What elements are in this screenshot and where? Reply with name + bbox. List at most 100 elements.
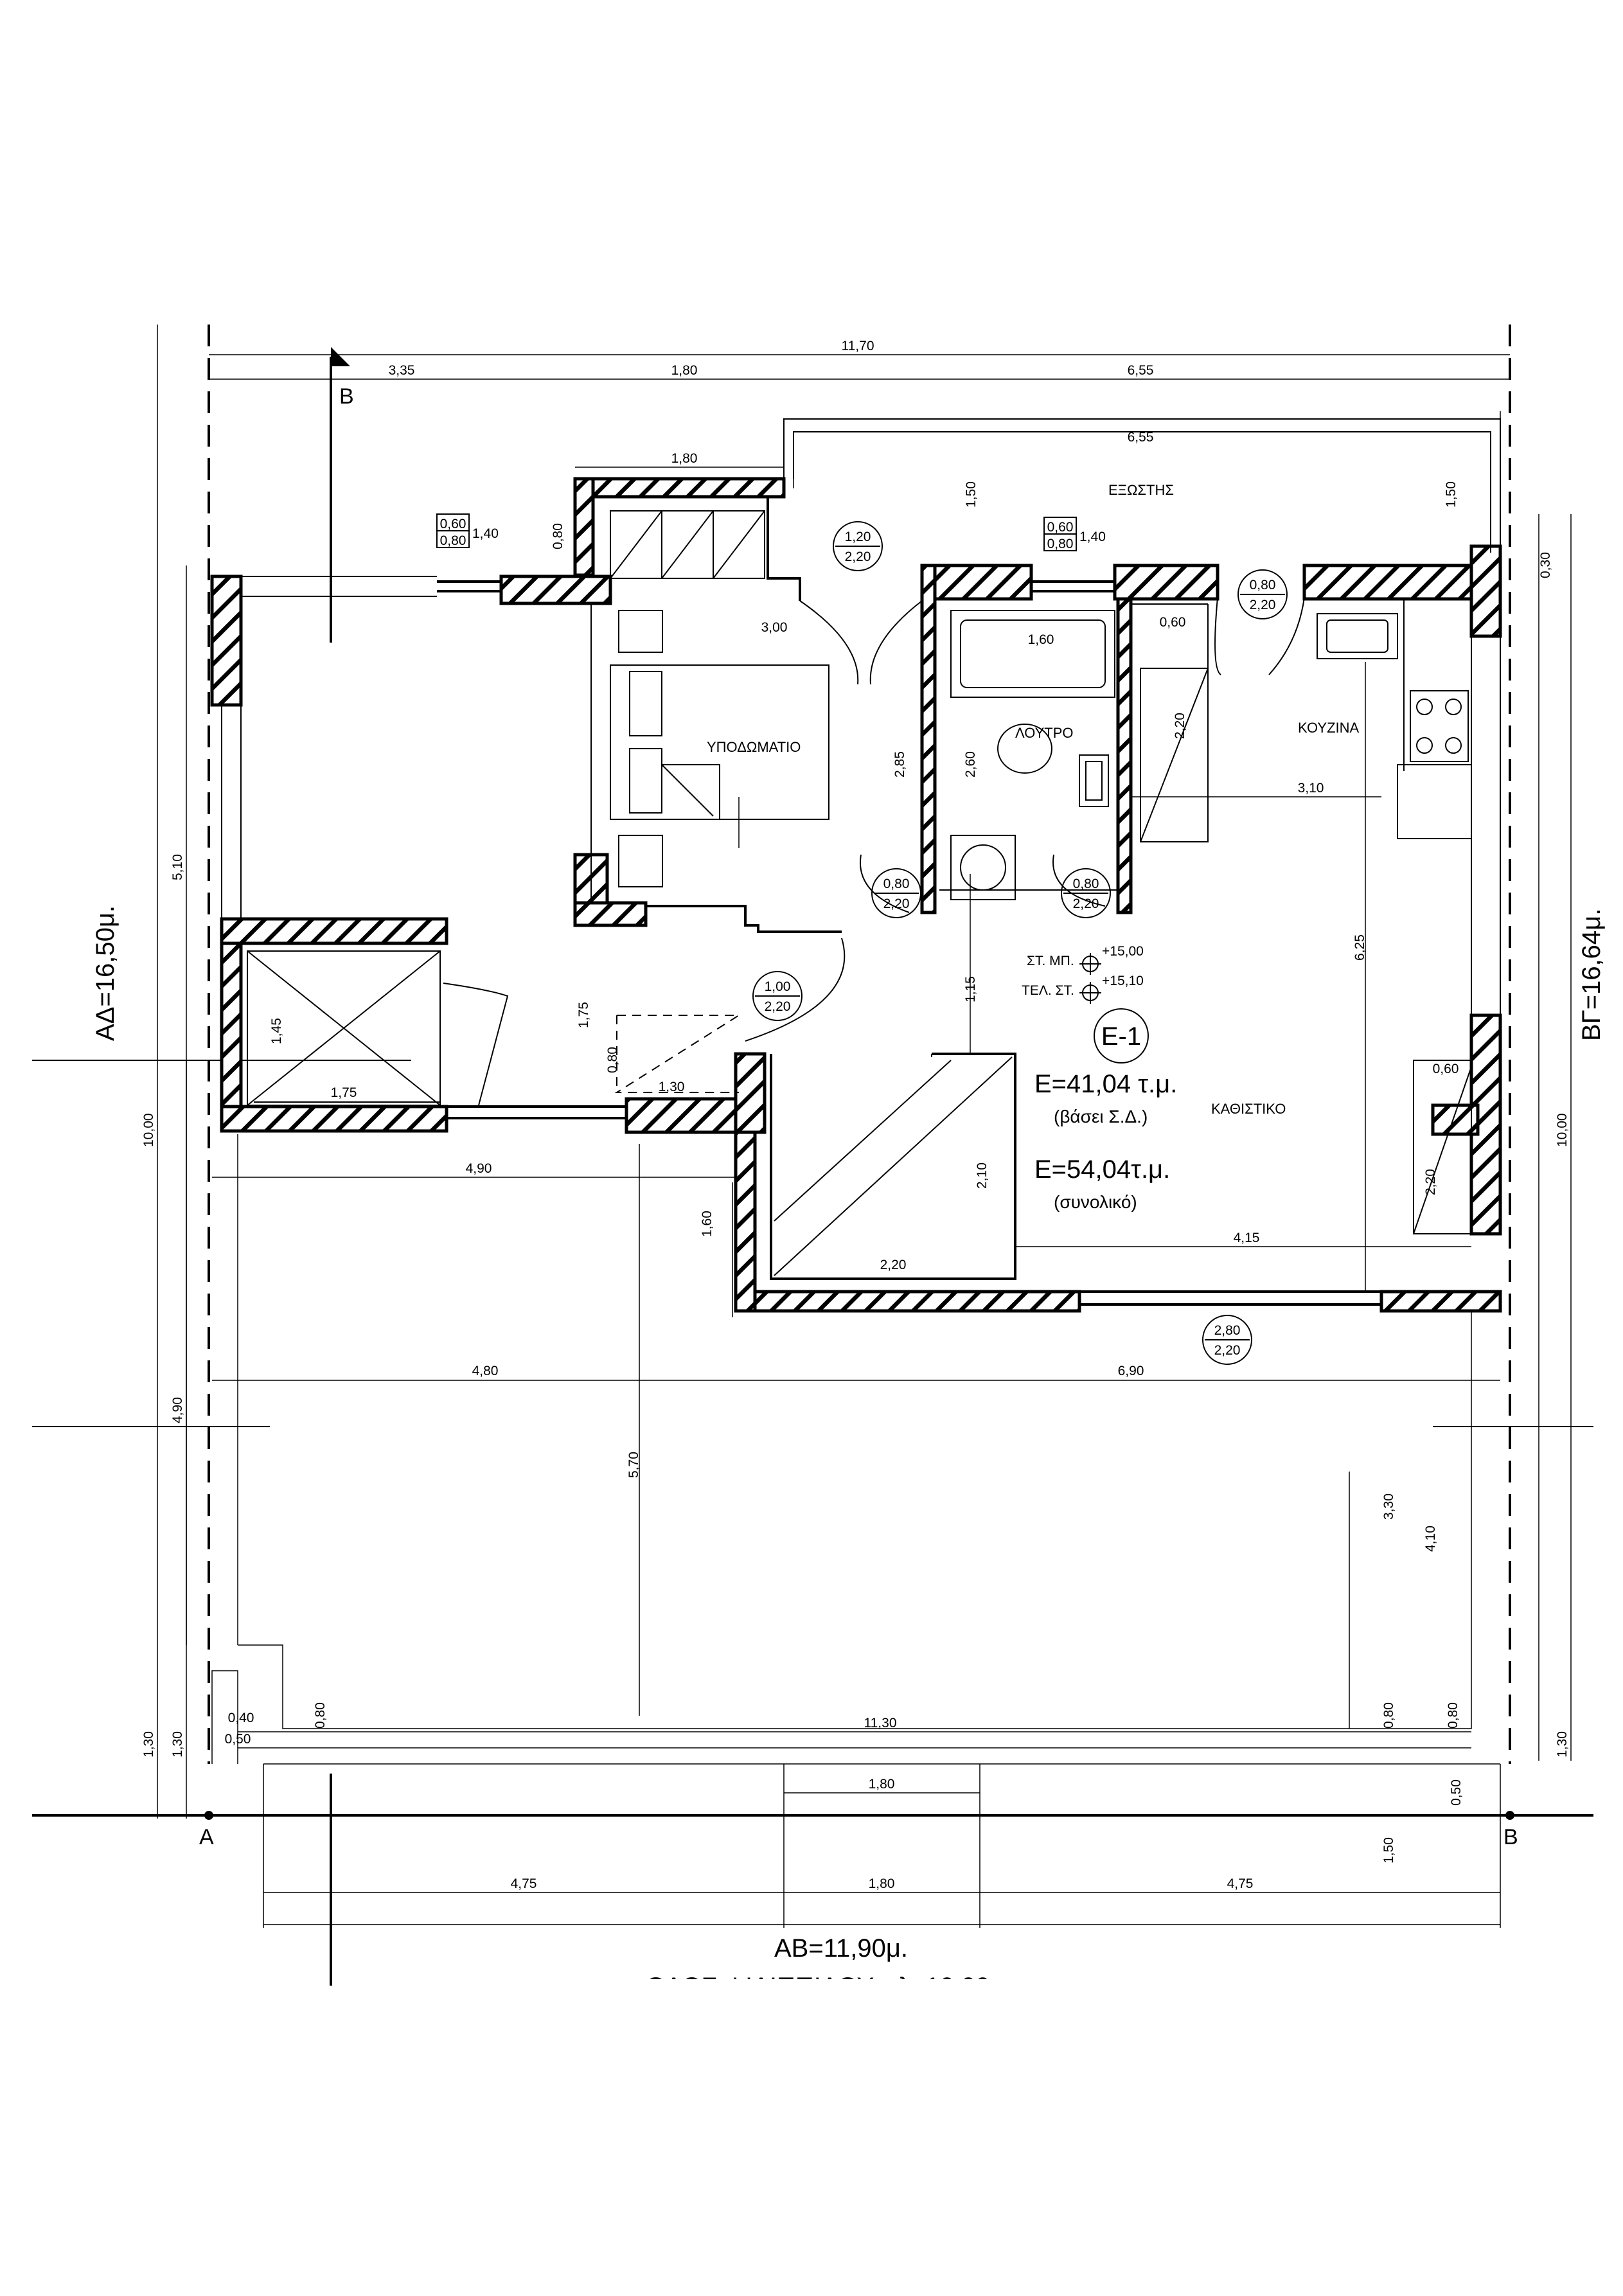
dim: 6,25: [1352, 934, 1367, 961]
dim: 3,30: [1381, 1493, 1396, 1520]
unit-area-main: Ε=41,04 τ.μ.: [1034, 1070, 1177, 1098]
dim: 1,80: [869, 1876, 895, 1891]
dim: 1,60: [1028, 632, 1054, 647]
dim: 1,30: [170, 1731, 185, 1758]
bed-door-width: 0,80: [883, 877, 910, 891]
bal-door-width: 1,20: [845, 530, 871, 544]
dim: 0,40: [228, 1711, 254, 1725]
entry-door-height: 2,20: [765, 999, 791, 1014]
dim: 6,55: [1128, 430, 1154, 445]
dim: 2,20: [1423, 1169, 1438, 1195]
win2-width: 0,60: [1047, 520, 1074, 535]
win1-sill: 1,40: [472, 526, 499, 541]
win1-width: 0,60: [440, 517, 466, 531]
dim: 3,00: [761, 620, 788, 635]
win2-height: 0,80: [1047, 537, 1074, 551]
bal-door-height: 2,20: [845, 549, 871, 564]
dim: 1,50: [1444, 481, 1459, 508]
dim: 0,30: [1538, 552, 1553, 578]
dim: 11,30: [864, 1716, 897, 1731]
dim: 2,85: [892, 751, 907, 778]
entry-door-width: 1,00: [765, 979, 791, 994]
dim: 1,75: [576, 1002, 591, 1028]
side-labels: ΑΔ=16,50μ. ΒΓ=16,64μ. ΑΒ=11,90μ. ΟΔΟΣ ΦΙ…: [91, 384, 1606, 2037]
unit-area-total-note: (συνολικό): [1054, 1192, 1137, 1212]
dim: 4,80: [472, 1364, 499, 1378]
dim: 1,80: [671, 363, 698, 378]
liv-door-width: 2,80: [1214, 1323, 1241, 1338]
dim: 1,60: [700, 1211, 714, 1237]
dim: 2,10: [975, 1162, 989, 1189]
dim: 0,80: [1446, 1702, 1460, 1729]
floor-level-label: ΣΤ. ΜΠ.: [1027, 954, 1074, 968]
room-bathroom: ΛΟΥΤΡΟ: [1015, 725, 1074, 741]
unit-id: Ε-1: [1101, 1022, 1141, 1051]
dim: 1,75: [331, 1085, 357, 1100]
dim: 4,90: [466, 1161, 492, 1176]
dim: 1,45: [269, 1018, 284, 1044]
dim: 3,35: [389, 363, 415, 378]
point-b: Β: [1503, 1825, 1518, 1849]
kit-door-width: 0,80: [1250, 578, 1276, 592]
room-bedroom: ΥΠΟΔΩΜΑΤΙΟ: [707, 739, 801, 755]
dim: 4,75: [511, 1876, 537, 1891]
side-right: ΒΓ=16,64μ.: [1577, 909, 1606, 1041]
dim: 4,10: [1423, 1526, 1438, 1552]
dim: 6,55: [1128, 363, 1154, 378]
dim: 10,00: [141, 1113, 156, 1147]
plot-boundary: [208, 325, 1511, 1764]
dimension-lines: [157, 325, 1572, 1928]
unit-area-main-note: (βάσει Σ.Δ.): [1054, 1107, 1148, 1126]
point-b-top: Β: [339, 384, 354, 409]
dim: 0,50: [1449, 1779, 1464, 1806]
room-kitchen: ΚΟΥΖΙΝΑ: [1298, 720, 1360, 736]
fixtures: [247, 418, 1501, 1306]
dim: 1,50: [1381, 1837, 1396, 1864]
room-labels: ΥΠΟΔΩΜΑΤΙΟ ΛΟΥΤΡΟ ΚΟΥΖΙΝΑ ΚΑΘΙΣΤΙΚΟ ΕΞΩΣ…: [707, 482, 1360, 1117]
opening-tags: 1,20 2,20 0,80 2,20 0,80 2,20 0,80 2,20 …: [436, 513, 1288, 1365]
dim: 1,80: [671, 451, 698, 466]
door-swings: [443, 597, 1305, 1106]
dim: 1,30: [1555, 1731, 1570, 1758]
dim: 4,90: [170, 1397, 185, 1423]
dim: 0,60: [1160, 615, 1186, 630]
room-balcony: ΕΞΩΣΤΗΣ: [1108, 482, 1174, 498]
dim: 0,80: [551, 523, 565, 549]
unit-area-total: Ε=54,04τ.μ.: [1034, 1155, 1170, 1184]
dimension-texts: 11,70 3,35 1,80 6,55 6,55 1,80 1,50 1,50…: [141, 339, 1570, 1891]
dim: 1,50: [964, 481, 979, 508]
unit-info: Ε-1 Ε=41,04 τ.μ. (βάσει Σ.Δ.) Ε=54,04τ.μ…: [1034, 1008, 1177, 1212]
dim: 5,70: [626, 1452, 641, 1478]
dim: 4,75: [1227, 1876, 1254, 1891]
side-bottom: ΑΒ=11,90μ.: [774, 1934, 908, 1962]
dim: 2,20: [1173, 713, 1187, 739]
dim: 3,10: [1298, 781, 1324, 796]
dim: 0,80: [1381, 1702, 1396, 1729]
win2-sill: 1,40: [1079, 530, 1106, 544]
kit-door-height: 2,20: [1250, 598, 1276, 612]
walls: [210, 477, 1502, 1313]
dim: 1,30: [141, 1731, 156, 1758]
dim: 1,15: [963, 976, 978, 1002]
dim: 2,60: [963, 751, 978, 778]
finish-level-label: ΤΕΛ. ΣΤ.: [1022, 983, 1074, 998]
dim: 10,00: [1555, 1113, 1570, 1147]
reference-lines: [32, 347, 1593, 1986]
bed-door-height: 2,20: [883, 896, 910, 911]
bath-door-width: 0,80: [1073, 877, 1099, 891]
dim: 5,10: [170, 854, 185, 880]
dim: 0,80: [313, 1702, 328, 1729]
dim: 4,15: [1234, 1231, 1260, 1245]
bath-door-height: 2,20: [1073, 896, 1099, 911]
dim: 1,80: [869, 1777, 895, 1792]
side-left: ΑΔ=16,50μ.: [91, 905, 120, 1041]
dim: 11,70: [842, 339, 874, 353]
dim: 0,60: [1433, 1062, 1459, 1076]
dim: 1,30: [659, 1080, 685, 1094]
dim: 6,90: [1118, 1364, 1144, 1378]
dim: 0,50: [225, 1732, 251, 1747]
level-markers: ΣΤ. ΜΠ. +15,00 ΤΕΛ. ΣΤ. +15,10: [1022, 944, 1144, 1004]
dim: 0,80: [605, 1047, 620, 1073]
win1-height: 0,80: [440, 533, 466, 548]
